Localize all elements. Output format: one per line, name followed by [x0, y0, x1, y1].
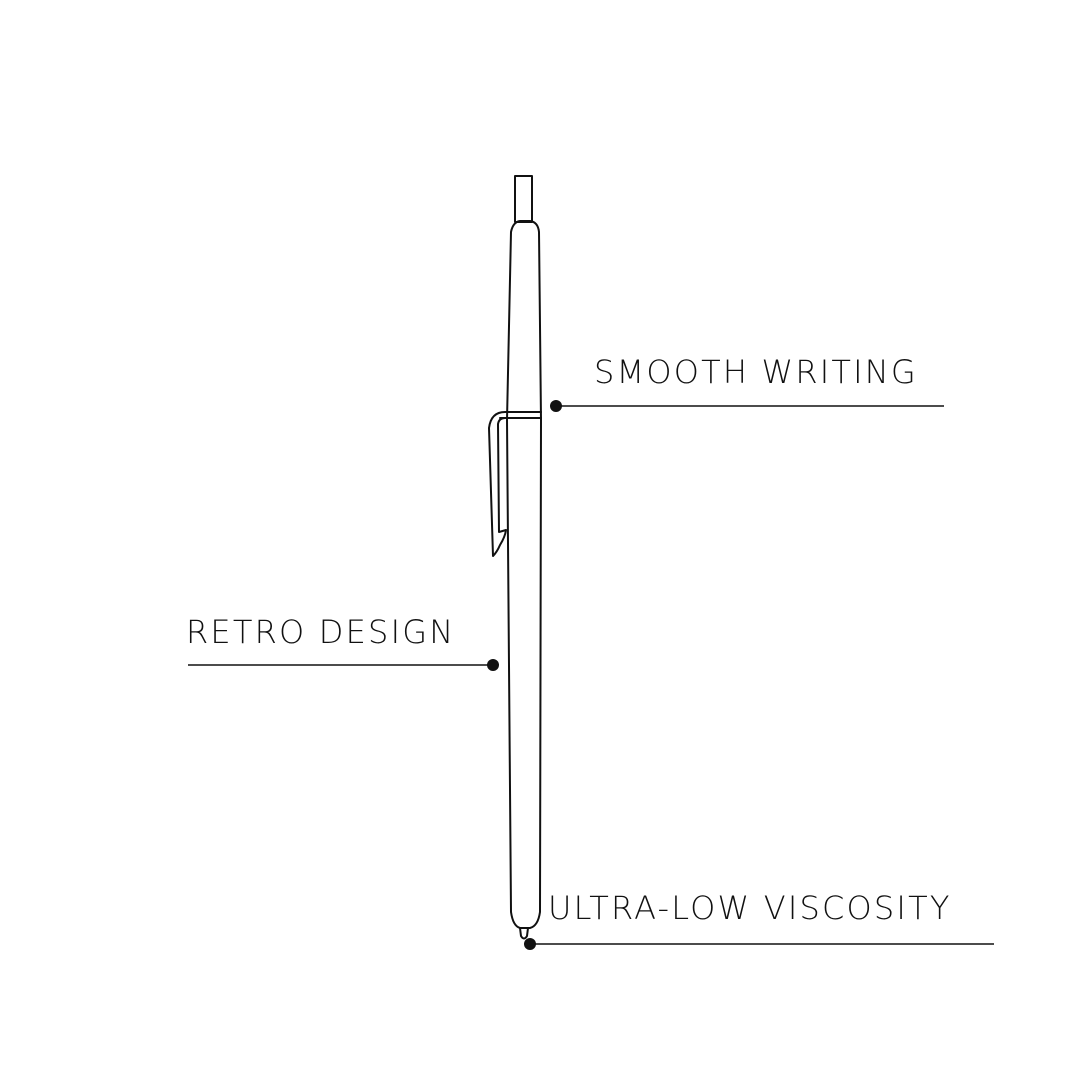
pen-tip	[519, 927, 529, 940]
pen-barrel	[506, 220, 542, 929]
callout-label-smooth-writing: SMOOTH WRITING	[594, 353, 918, 391]
callout-dot	[524, 938, 536, 950]
pen-push-button	[514, 175, 533, 223]
callout-smooth-writing-leader	[550, 400, 944, 412]
callout-dot	[550, 400, 562, 412]
pen-clip	[488, 411, 542, 557]
callout-label-retro-design: RETRO DESIGN	[186, 613, 456, 651]
pen-illustration-icon	[488, 175, 542, 940]
callout-retro-design-leader	[188, 659, 499, 671]
callout-dot	[487, 659, 499, 671]
callout-ultra-low-viscosity-leader	[524, 938, 994, 950]
callout-label-ultra-low-viscosity: ULTRA-LOW VISCOSITY	[548, 889, 952, 927]
